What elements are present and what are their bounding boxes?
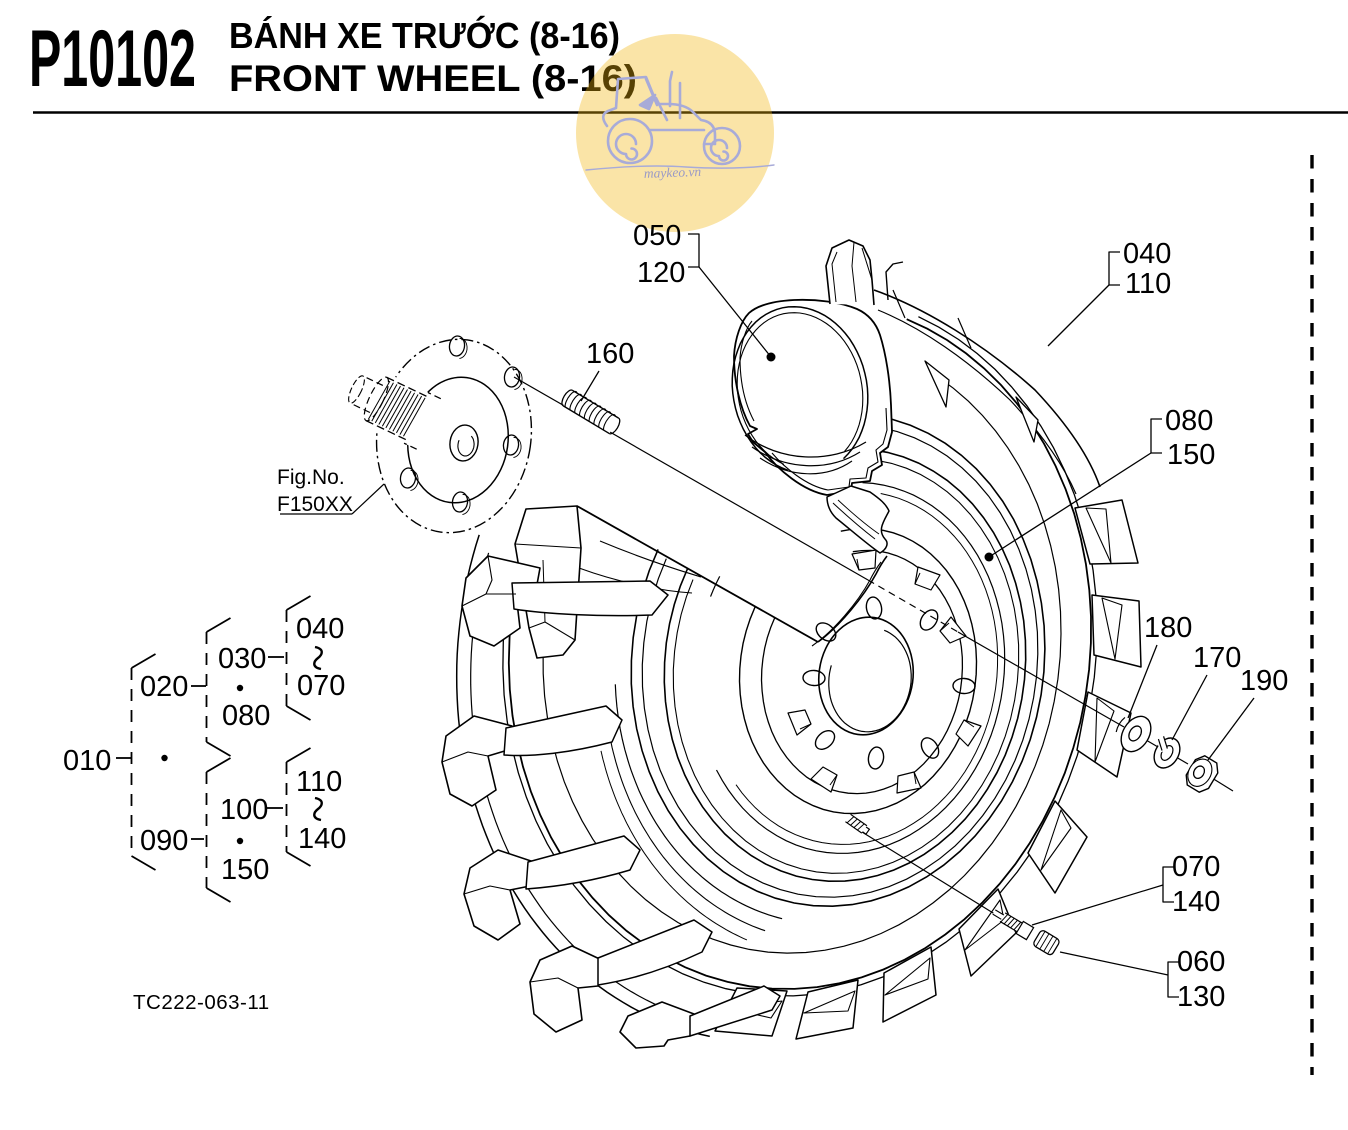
svg-text:120: 120 [637, 257, 685, 289]
svg-text:FRONT WHEEL (8-16): FRONT WHEEL (8-16) [229, 58, 637, 99]
svg-text:110: 110 [1125, 268, 1171, 300]
svg-text:070: 070 [1172, 851, 1220, 883]
svg-text:130: 130 [1177, 981, 1225, 1013]
svg-text:140: 140 [298, 823, 346, 855]
svg-text:F150XX: F150XX [277, 493, 353, 516]
svg-text:080: 080 [1165, 405, 1213, 437]
svg-text:040: 040 [296, 613, 344, 645]
svg-text:150: 150 [221, 854, 269, 886]
svg-text:TC222-063-11: TC222-063-11 [133, 991, 270, 1014]
svg-text:020: 020 [140, 671, 188, 703]
svg-text:030: 030 [218, 643, 266, 675]
svg-text:160: 160 [586, 338, 634, 370]
svg-text:BÁNH XE TRƯỚC (8-16): BÁNH XE TRƯỚC (8-16) [229, 14, 620, 56]
svg-text:050: 050 [633, 220, 681, 252]
svg-text:080: 080 [222, 700, 270, 732]
svg-text:maykeo.vn: maykeo.vn [644, 164, 702, 181]
svg-text:170: 170 [1193, 642, 1241, 674]
svg-text:Fig.No.: Fig.No. [277, 466, 345, 489]
svg-text:P10102: P10102 [29, 14, 196, 104]
svg-text:190: 190 [1240, 665, 1288, 697]
svg-text:090: 090 [140, 825, 188, 857]
svg-text:040: 040 [1123, 238, 1171, 270]
svg-text:010: 010 [63, 745, 111, 777]
svg-text:110: 110 [296, 766, 342, 798]
svg-text:060: 060 [1177, 946, 1225, 978]
svg-text:070: 070 [297, 670, 345, 702]
svg-text:100: 100 [220, 794, 268, 826]
svg-text:180: 180 [1144, 612, 1192, 644]
svg-text:150: 150 [1167, 439, 1215, 471]
svg-text:140: 140 [1172, 886, 1220, 918]
